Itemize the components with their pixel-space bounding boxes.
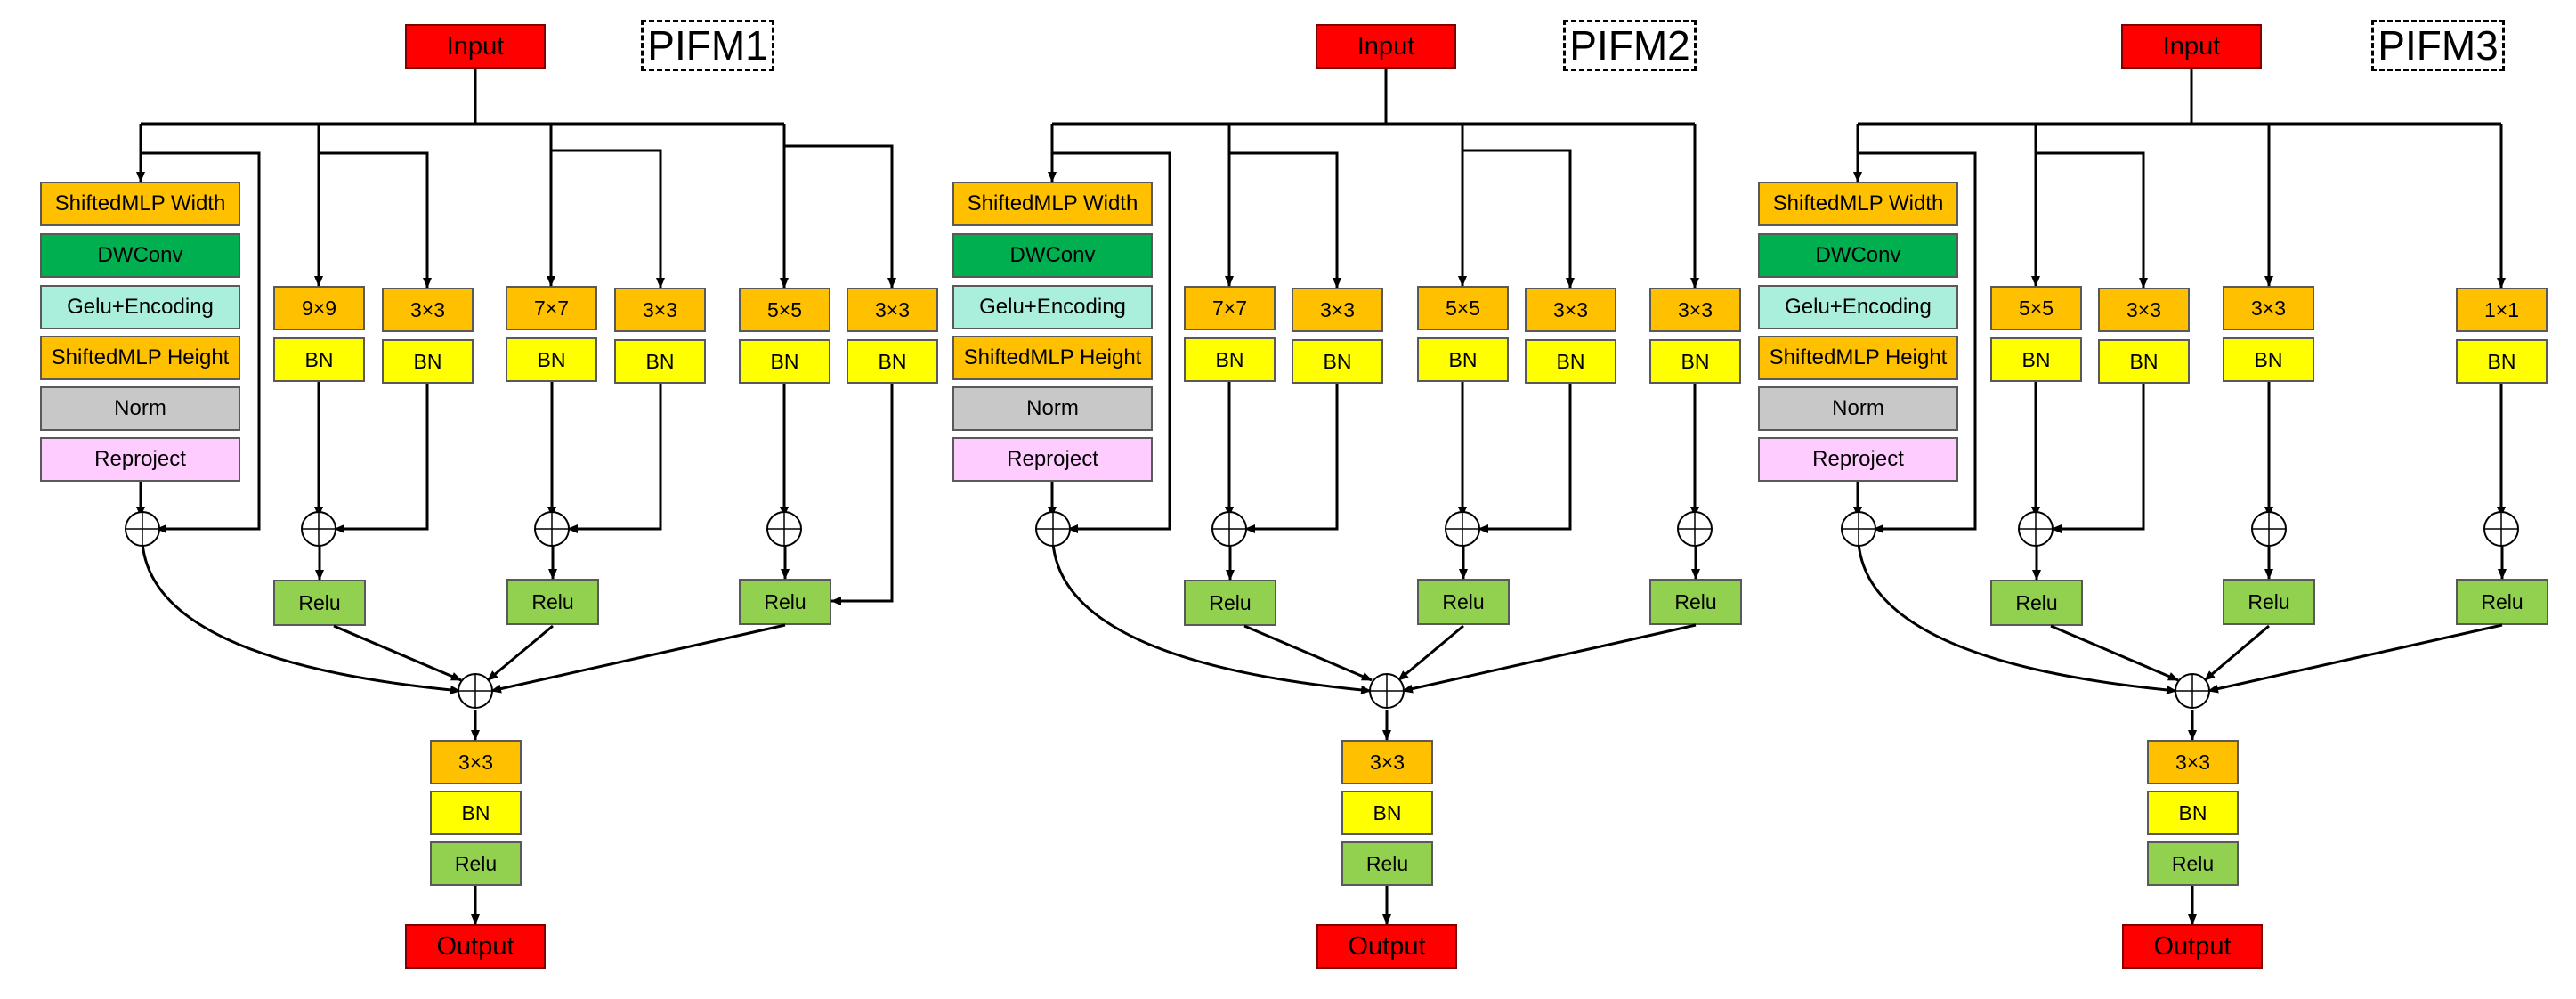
pifm3-branch3-relu: Relu [2456, 579, 2548, 625]
pifm2-branch2-conv-b: 3×3 [1525, 288, 1616, 332]
pifm1-branch2-conv-b: 3×3 [614, 288, 706, 332]
pifm1-branch1-relu: Relu [273, 580, 366, 626]
pifm3-sum-node-branch1 [2018, 511, 2054, 547]
pifm1-shiftedmlp-height: ShiftedMLP Height [40, 336, 240, 380]
pifm3-output-box: Output [2122, 924, 2263, 969]
pifm1-branch1-bn-b: BN [382, 339, 474, 384]
pifm3-title: PIFM3 [2371, 20, 2505, 71]
pifm1-branch1-bn-a: BN [273, 337, 365, 382]
pifm1-branch3-conv-b: 3×3 [847, 288, 938, 332]
pifm3-branch2-bn-a: BN [2223, 337, 2314, 382]
pifm1-dwconv: DWConv [40, 233, 240, 278]
pifm1-shiftedmlp-width: ShiftedMLP Width [40, 182, 240, 226]
pifm1-reproject: Reproject [40, 437, 240, 482]
pifm2-branch2-relu: Relu [1417, 579, 1510, 625]
pifm2-connectors [1035, 69, 1713, 925]
pifm2-dwconv: DWConv [952, 233, 1153, 278]
pifm3-norm: Norm [1758, 386, 1958, 431]
pifm3-branch2-conv-a: 3×3 [2223, 286, 2314, 330]
pifm2-fusion-relu: Relu [1341, 841, 1433, 886]
pifm2-sum-node-branch2 [1445, 511, 1480, 547]
pifm2-sum-node-branch3 [1677, 511, 1713, 547]
pifm3-sum-node-fusion [2175, 673, 2210, 709]
pifm3-branch1-bn-b: BN [2098, 339, 2190, 384]
pifm3-branch1-relu: Relu [1990, 580, 2083, 626]
pifm3-fusion-conv: 3×3 [2147, 740, 2239, 784]
pifm3-connectors [1841, 69, 2519, 925]
pifm2-branch3-relu: Relu [1649, 579, 1742, 625]
pifm1-branch3-conv-a: 5×5 [739, 288, 830, 332]
pifm3-shiftedmlp-width: ShiftedMLP Width [1758, 182, 1958, 226]
pifm3-branch1-conv-a: 5×5 [1990, 286, 2082, 330]
pifm2-title: PIFM2 [1563, 20, 1697, 71]
pifm1-sum-node-fusion [458, 673, 493, 709]
pifm1-branch2-bn-b: BN [614, 339, 706, 384]
pifm2-fusion-conv: 3×3 [1341, 740, 1433, 784]
pifm2-branch2-conv-a: 5×5 [1417, 286, 1509, 330]
pifm3-shiftedmlp-height: ShiftedMLP Height [1758, 336, 1958, 380]
pifm1-fusion-conv: 3×3 [430, 740, 522, 784]
pifm2-shiftedmlp-height: ShiftedMLP Height [952, 336, 1153, 380]
pifm3-branch1-conv-b: 3×3 [2098, 288, 2190, 332]
pifm2-branch1-conv-a: 7×7 [1184, 286, 1276, 330]
pifm1-branch3-bn-b: BN [847, 339, 938, 384]
pifm1-fusion-bn: BN [430, 791, 522, 835]
pifm1-branch2-conv-a: 7×7 [506, 286, 597, 330]
pifm3-gelu-encoding: Gelu+Encoding [1758, 285, 1958, 329]
pifm1-gelu-encoding: Gelu+Encoding [40, 285, 240, 329]
pifm2-input-box: Input [1316, 24, 1456, 69]
pifm2-fusion-bn: BN [1341, 791, 1433, 835]
pifm3-sum-node-branch2 [2251, 511, 2287, 547]
pifm2-branch1-conv-b: 3×3 [1292, 288, 1383, 332]
pifm3-sum-node-reproject [1841, 511, 1876, 547]
pifm2-sum-node-fusion [1369, 673, 1405, 709]
pifm1-title: PIFM1 [641, 20, 774, 71]
pifm1-fusion-relu: Relu [430, 841, 522, 886]
pifm2-branch1-bn-b: BN [1292, 339, 1383, 384]
pifm1-sum-node-branch1 [301, 511, 336, 547]
pifm3-fusion-bn: BN [2147, 791, 2239, 835]
pifm2-branch3-bn-a: BN [1649, 339, 1741, 384]
pifm1-branch1-conv-a: 9×9 [273, 286, 365, 330]
pifm3-reproject: Reproject [1758, 437, 1958, 482]
pifm1-sum-node-branch3 [766, 511, 802, 547]
pifm1-output-box: Output [405, 924, 546, 969]
pifm1-connectors [125, 69, 896, 925]
pifm3-branch2-relu: Relu [2223, 579, 2315, 625]
pifm1-sum-node-reproject [125, 511, 160, 547]
pifm2-gelu-encoding: Gelu+Encoding [952, 285, 1153, 329]
pifm2-shiftedmlp-width: ShiftedMLP Width [952, 182, 1153, 226]
pifm3-dwconv: DWConv [1758, 233, 1958, 278]
pifm3-branch3-bn-a: BN [2456, 339, 2548, 384]
pifm2-branch2-bn-a: BN [1417, 337, 1509, 382]
pifm1-input-box: Input [405, 24, 546, 69]
pifm1-branch2-relu: Relu [506, 579, 599, 625]
pifm1-branch3-relu: Relu [739, 579, 831, 625]
pifm1-branch1-conv-b: 3×3 [382, 288, 474, 332]
pifm2-output-box: Output [1316, 924, 1457, 969]
pifm3-fusion-relu: Relu [2147, 841, 2239, 886]
pifm3-input-box: Input [2121, 24, 2262, 69]
pifm1-sum-node-branch2 [534, 511, 570, 547]
pifm1-branch3-bn-a: BN [739, 339, 830, 384]
pifm2-branch1-bn-a: BN [1184, 337, 1276, 382]
pifm2-branch3-conv-a: 3×3 [1649, 288, 1741, 332]
pifm2-branch2-bn-b: BN [1525, 339, 1616, 384]
pifm1-branch2-bn-a: BN [506, 337, 597, 382]
pifm3-branch1-bn-a: BN [1990, 337, 2082, 382]
pifm3-branch3-conv-a: 1×1 [2456, 288, 2548, 332]
pifm2-branch1-relu: Relu [1184, 580, 1276, 626]
pifm2-norm: Norm [952, 386, 1153, 431]
pifm1-norm: Norm [40, 386, 240, 431]
pifm2-sum-node-reproject [1035, 511, 1071, 547]
pifm3-sum-node-branch3 [2483, 511, 2519, 547]
pifm2-reproject: Reproject [952, 437, 1153, 482]
pifm2-sum-node-branch1 [1211, 511, 1247, 547]
